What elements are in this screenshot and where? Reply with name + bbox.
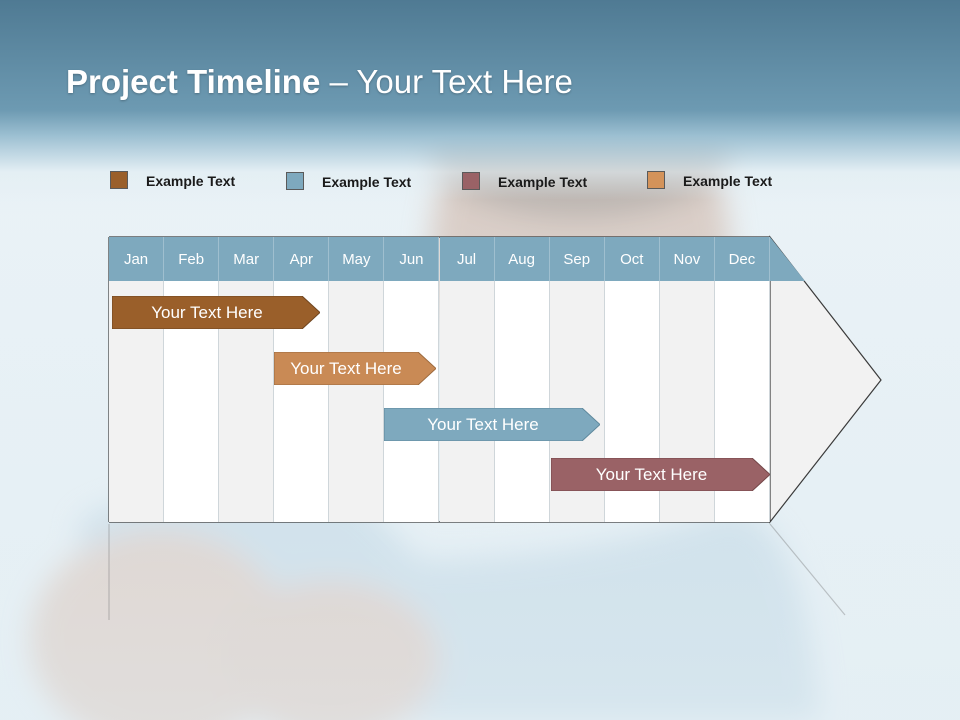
month-header-cell: May xyxy=(329,237,385,281)
month-header-cell: Apr xyxy=(274,237,330,281)
legend-item: Example Text xyxy=(110,171,290,191)
page-title: Project Timeline – Your Text Here xyxy=(66,60,573,104)
timeline-bar: Your Text Here xyxy=(384,408,600,441)
legend-label: Example Text xyxy=(498,174,588,190)
month-header-cell: Jun xyxy=(384,237,440,281)
legend-swatch-icon xyxy=(110,171,128,189)
legend-item: Example Text xyxy=(286,172,466,192)
timeline-bar-label: Your Text Here xyxy=(290,358,402,378)
header-band xyxy=(0,0,960,200)
title-rest: – Your Text Here xyxy=(320,63,573,100)
timeline-bar-label: Your Text Here xyxy=(595,464,708,484)
month-column xyxy=(494,281,550,522)
legend-label: Example Text xyxy=(322,174,412,190)
timeline-bar: Your Text Here xyxy=(112,296,320,329)
timeline-bar: Your Text Here xyxy=(274,352,436,385)
month-header-cell: Jan xyxy=(109,237,165,281)
legend-label: Example Text xyxy=(683,173,773,189)
month-column xyxy=(439,281,495,522)
month-header-cell: Sep xyxy=(549,237,605,281)
legend-item: Example Text xyxy=(462,172,642,192)
timeline-bar-label: Your Text Here xyxy=(427,414,539,434)
month-header-cell: Nov xyxy=(659,237,715,281)
legend-item: Example Text xyxy=(647,171,827,191)
month-header-cell: Jul xyxy=(439,237,495,281)
title-bold: Project Timeline xyxy=(66,63,321,100)
month-header-cell: Oct xyxy=(604,237,660,281)
month-header-cell: Mar xyxy=(219,237,275,281)
timeline-bar-label: Your Text Here xyxy=(151,302,263,322)
month-header-cell: Dec xyxy=(714,237,770,281)
month-header-cell: Aug xyxy=(494,237,550,281)
legend-swatch-icon xyxy=(462,172,480,190)
legend-swatch-icon xyxy=(647,171,665,189)
month-column xyxy=(384,281,440,522)
timeline-bar: Your Text Here xyxy=(551,458,770,491)
legend-label: Example Text xyxy=(146,173,236,189)
legend-swatch-icon xyxy=(286,172,304,190)
month-header-cell: Feb xyxy=(164,237,220,281)
month-column xyxy=(329,281,385,522)
